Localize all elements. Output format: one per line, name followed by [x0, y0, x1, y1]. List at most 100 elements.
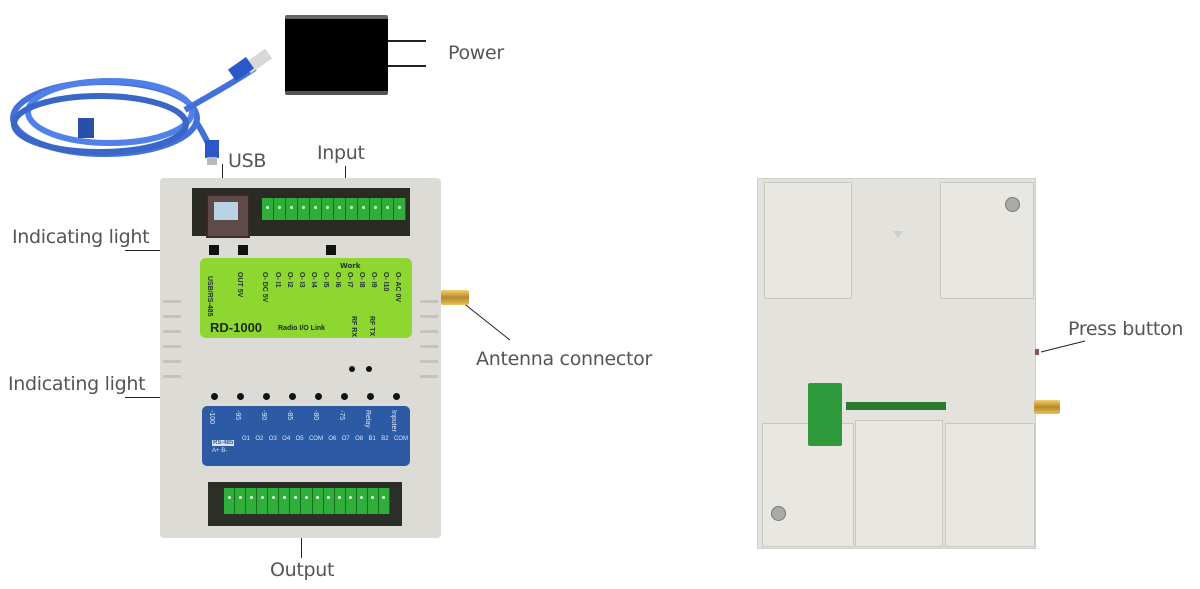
input-terminal-block[interactable]	[262, 198, 406, 220]
terminal-hole	[249, 496, 253, 499]
terminal-hole	[360, 496, 364, 499]
rf-tx-label: RF TX	[368, 316, 375, 337]
work-label: Work	[340, 262, 361, 270]
output-label: Output	[270, 559, 335, 581]
terminal-screw	[346, 198, 358, 220]
port-label: O- I6	[334, 272, 341, 288]
terminal-hole	[398, 206, 401, 209]
terminal-screw	[286, 198, 298, 220]
indicator-light	[209, 245, 219, 255]
terminal-hole	[266, 206, 269, 209]
antenna-connector[interactable]	[441, 290, 469, 305]
terminal-screw	[224, 488, 236, 514]
terminal-screw	[301, 488, 313, 514]
rf-tx-light	[366, 366, 372, 372]
pcb-window	[808, 383, 842, 446]
terminal-screw	[310, 198, 322, 220]
indicating-light-top-label: Indicating light	[12, 226, 150, 248]
terminal-screw	[268, 488, 280, 514]
terminal-screw	[378, 488, 390, 514]
signal-light	[237, 393, 244, 400]
terminal-hole	[338, 206, 341, 209]
terminal-screw	[274, 198, 286, 220]
port-label: O- I2	[286, 272, 293, 288]
terminal-hole	[260, 496, 264, 499]
signal-light	[315, 393, 322, 400]
output-port-label: O6	[328, 436, 337, 442]
terminal-hole	[316, 496, 320, 499]
usb-cable-image	[10, 48, 273, 165]
terminal-hole	[314, 206, 317, 209]
signal-label: -85	[286, 410, 293, 421]
indicating-light-bottom-label: Indicating light	[8, 373, 146, 395]
terminal-hole	[374, 206, 377, 209]
port-label: O- I10	[382, 272, 389, 292]
screw-icon	[1005, 197, 1020, 212]
press-button-label: Press button	[1068, 318, 1184, 340]
terminal-screw	[394, 198, 406, 220]
rs485-pin-a: A+	[212, 448, 220, 454]
terminal-hole	[326, 206, 329, 209]
rf-rx-light	[349, 366, 355, 372]
signal-label: -95	[234, 410, 241, 421]
antenna-connector-back[interactable]	[1034, 400, 1060, 414]
output-port-label: O8	[355, 436, 364, 442]
signal-label: -100	[208, 410, 215, 425]
power-prong	[388, 65, 426, 67]
terminal-screw	[382, 198, 394, 220]
inputer-light	[393, 393, 400, 400]
terminal-screw	[370, 198, 382, 220]
arrow-marker	[893, 231, 903, 238]
port-label: OUT 5V	[236, 272, 243, 298]
terminal-hole	[282, 496, 286, 499]
press-button[interactable]	[1035, 349, 1039, 355]
port-label: O- I4	[310, 272, 317, 288]
signal-label: -75	[338, 410, 345, 421]
back-clip-panel	[764, 182, 852, 299]
terminal-screw	[323, 488, 335, 514]
rs485-pin-b: B-	[221, 448, 228, 454]
port-label: O- I9	[370, 272, 377, 288]
output-port-label: O7	[341, 436, 350, 442]
port-label: O- I7	[346, 272, 353, 288]
device-front-image	[160, 178, 441, 538]
signal-light	[211, 393, 218, 400]
rf-rx-label: RF RX	[350, 316, 357, 337]
terminal-hole	[290, 206, 293, 209]
signal-label: -90	[260, 410, 267, 421]
terminal-screw	[322, 198, 334, 220]
port-label: O- I1	[274, 272, 281, 288]
terminal-screw	[290, 488, 302, 514]
usb-label: USB	[228, 150, 267, 172]
output-port-label: B2	[381, 436, 389, 442]
output-port-label: O3	[268, 436, 277, 442]
terminal-screw	[298, 198, 310, 220]
usb-port-inner	[214, 202, 238, 220]
indicator-light	[238, 245, 248, 255]
terminal-hole	[293, 496, 297, 499]
power-adapter-image	[285, 15, 388, 95]
terminal-hole	[349, 496, 353, 499]
pcb-strip	[846, 402, 946, 410]
output-terminal-block[interactable]	[224, 488, 390, 514]
output-port-label: O4	[282, 436, 291, 442]
signal-label: Relay	[364, 410, 371, 428]
indicator-light	[326, 245, 336, 255]
terminal-hole	[302, 206, 305, 209]
terminal-screw	[356, 488, 368, 514]
input-label: Input	[317, 142, 365, 164]
blue-label-panel: -100 -95 -90 -85 -80 -75 Relay Inputer R…	[202, 406, 410, 466]
output-port-label: O1	[242, 436, 251, 442]
port-label: O- I3	[298, 272, 305, 288]
signal-light	[263, 393, 270, 400]
antenna-leader-line	[461, 301, 511, 341]
terminal-screw	[246, 488, 258, 514]
terminal-hole	[350, 206, 353, 209]
power-prong	[388, 40, 426, 42]
output-port-label: O2	[255, 436, 264, 442]
terminal-screw	[262, 198, 274, 220]
output-leader-line	[301, 518, 302, 558]
terminal-screw	[334, 198, 346, 220]
terminal-screw	[312, 488, 324, 514]
terminal-hole	[371, 496, 375, 499]
